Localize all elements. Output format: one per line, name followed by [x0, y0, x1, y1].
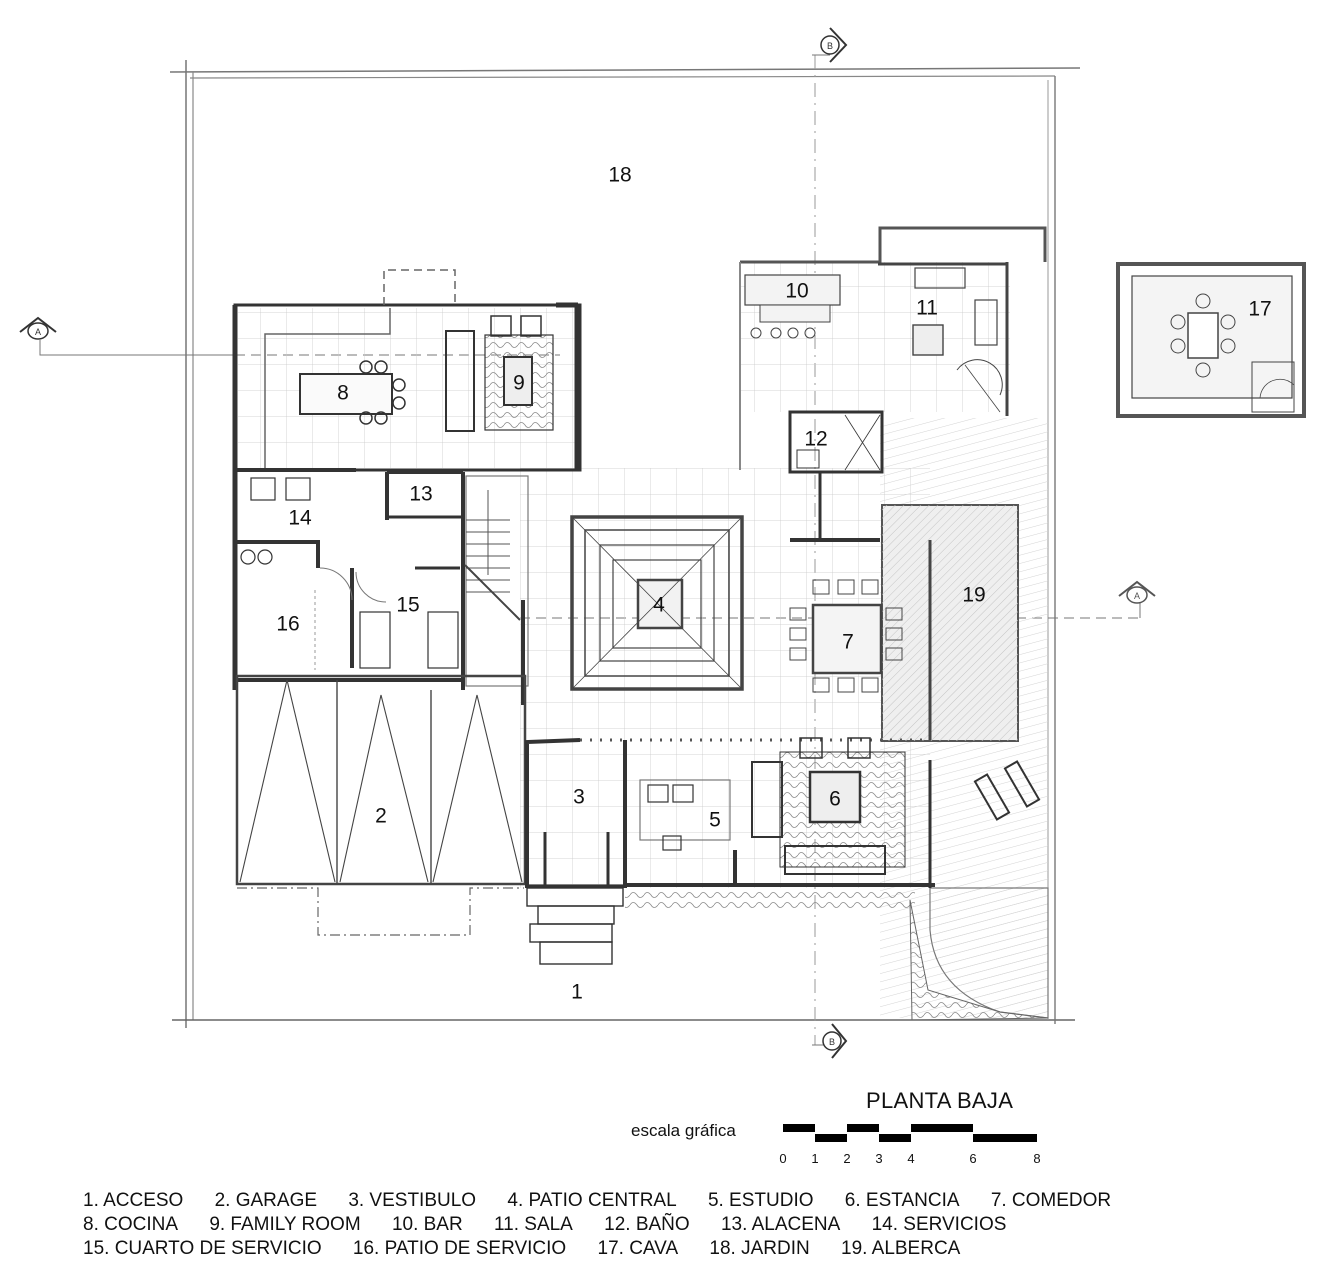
room-label-family-room: 9 [513, 371, 525, 395]
legend-item: 18. JARDIN [709, 1238, 810, 1259]
svg-text:B: B [829, 1037, 835, 1047]
svg-text:A: A [35, 327, 41, 337]
room-label-cava: 17 [1248, 297, 1272, 321]
vestibule [525, 738, 930, 965]
svg-text:B: B [827, 41, 833, 51]
section-marker-a-left: A [19, 316, 57, 340]
main-stair [464, 475, 529, 705]
legend-item: 11. SALA [493, 1214, 573, 1235]
room-label-cocina: 8 [337, 381, 349, 405]
room-label-alberca: 19 [962, 583, 986, 607]
room-label-garage: 2 [375, 804, 387, 828]
scale-tick: 0 [779, 1151, 787, 1166]
dining-room [789, 540, 932, 740]
legend-row: 15. CUARTO DE SERVICIO 16. PATIO DE SERV… [83, 1237, 1137, 1261]
section-marker-a-right: A [1118, 580, 1156, 604]
room-label-cuarto-servicio: 15 [396, 593, 420, 617]
graphic-scale-bar [783, 1124, 1037, 1142]
legend-item: 7. COMEDOR [990, 1190, 1112, 1211]
legend-item: 17. CAVA [597, 1238, 679, 1259]
pool [881, 504, 1019, 742]
legend-item: 3. VESTIBULO [348, 1190, 477, 1211]
legend-item: 19. ALBERCA [841, 1238, 961, 1259]
section-marker-b-bottom: B [822, 1023, 848, 1059]
room-label-estancia: 6 [829, 787, 841, 811]
sun-loungers [973, 760, 1041, 821]
room-label-patio-central: 4 [653, 593, 665, 617]
legend-item: 1. ACCESO [83, 1190, 184, 1211]
scale-tick: 4 [907, 1151, 915, 1166]
scale-tick: 2 [843, 1151, 851, 1166]
room-label-bano: 12 [804, 427, 828, 451]
scale-label: escala gráfica [631, 1121, 736, 1140]
legend-item: 6. ESTANCIA [844, 1190, 960, 1211]
section-marker-b-top: B [820, 27, 848, 63]
service-block [232, 468, 465, 690]
legend-item: 4. PATIO CENTRAL [507, 1190, 677, 1211]
drawing-title: PLANTA BAJA [866, 1088, 1014, 1113]
room-label-sala: 11 [916, 296, 938, 320]
svg-text:A: A [1134, 591, 1140, 601]
legend-row: 8. COCINA 9. FAMILY ROOM 10. BAR 11. SAL… [83, 1213, 1137, 1237]
legend-item: 16. PATIO DE SERVICIO [352, 1238, 567, 1259]
wine-cellar [1116, 262, 1306, 418]
legend-item: 12. BAÑO [604, 1214, 690, 1235]
legend-row: 1. ACCESO 2. GARAGE 3. VESTIBULO 4. PATI… [83, 1189, 1137, 1213]
room-label-vestibulo: 3 [573, 785, 585, 809]
scale-tick: 8 [1033, 1151, 1041, 1166]
kitchen-family-block [232, 269, 582, 472]
legend-item: 14. SERVICIOS [871, 1214, 1007, 1235]
legend-item: 15. CUARTO DE SERVICIO [83, 1238, 322, 1259]
room-label-bar: 10 [785, 279, 809, 303]
bathroom [788, 410, 884, 542]
bar-sala-block [739, 226, 1047, 470]
scale-tick: 3 [875, 1151, 883, 1166]
floor-plan-drawing: B B A A [19, 27, 1306, 1059]
room-label-patio-servicio: 16 [276, 612, 300, 636]
site-boundary [169, 60, 1081, 1028]
room-label-comedor: 7 [842, 630, 854, 654]
scale-tick: 1 [811, 1151, 819, 1166]
room-label-estudio: 5 [709, 808, 721, 832]
study-living-block [625, 737, 1049, 1021]
scale-tick: 6 [969, 1151, 977, 1166]
legend-item: 9. FAMILY ROOM [209, 1214, 361, 1235]
legend-item: 5. ESTUDIO [707, 1190, 814, 1211]
legend-item: 2. GARAGE [214, 1190, 318, 1211]
room-label-alacena: 13 [409, 482, 433, 506]
central-patio [570, 515, 744, 691]
room-label-acceso: 1 [571, 980, 583, 1004]
legend-item: 10. BAR [391, 1214, 463, 1235]
room-label-jardin: 18 [608, 163, 632, 187]
legend-item: 8. COCINA [83, 1214, 179, 1235]
legend-item: 13. ALACENA [720, 1214, 841, 1235]
room-label-servicios: 14 [288, 506, 312, 530]
room-legend: 1. ACCESO 2. GARAGE 3. VESTIBULO 4. PATI… [83, 1189, 1137, 1261]
